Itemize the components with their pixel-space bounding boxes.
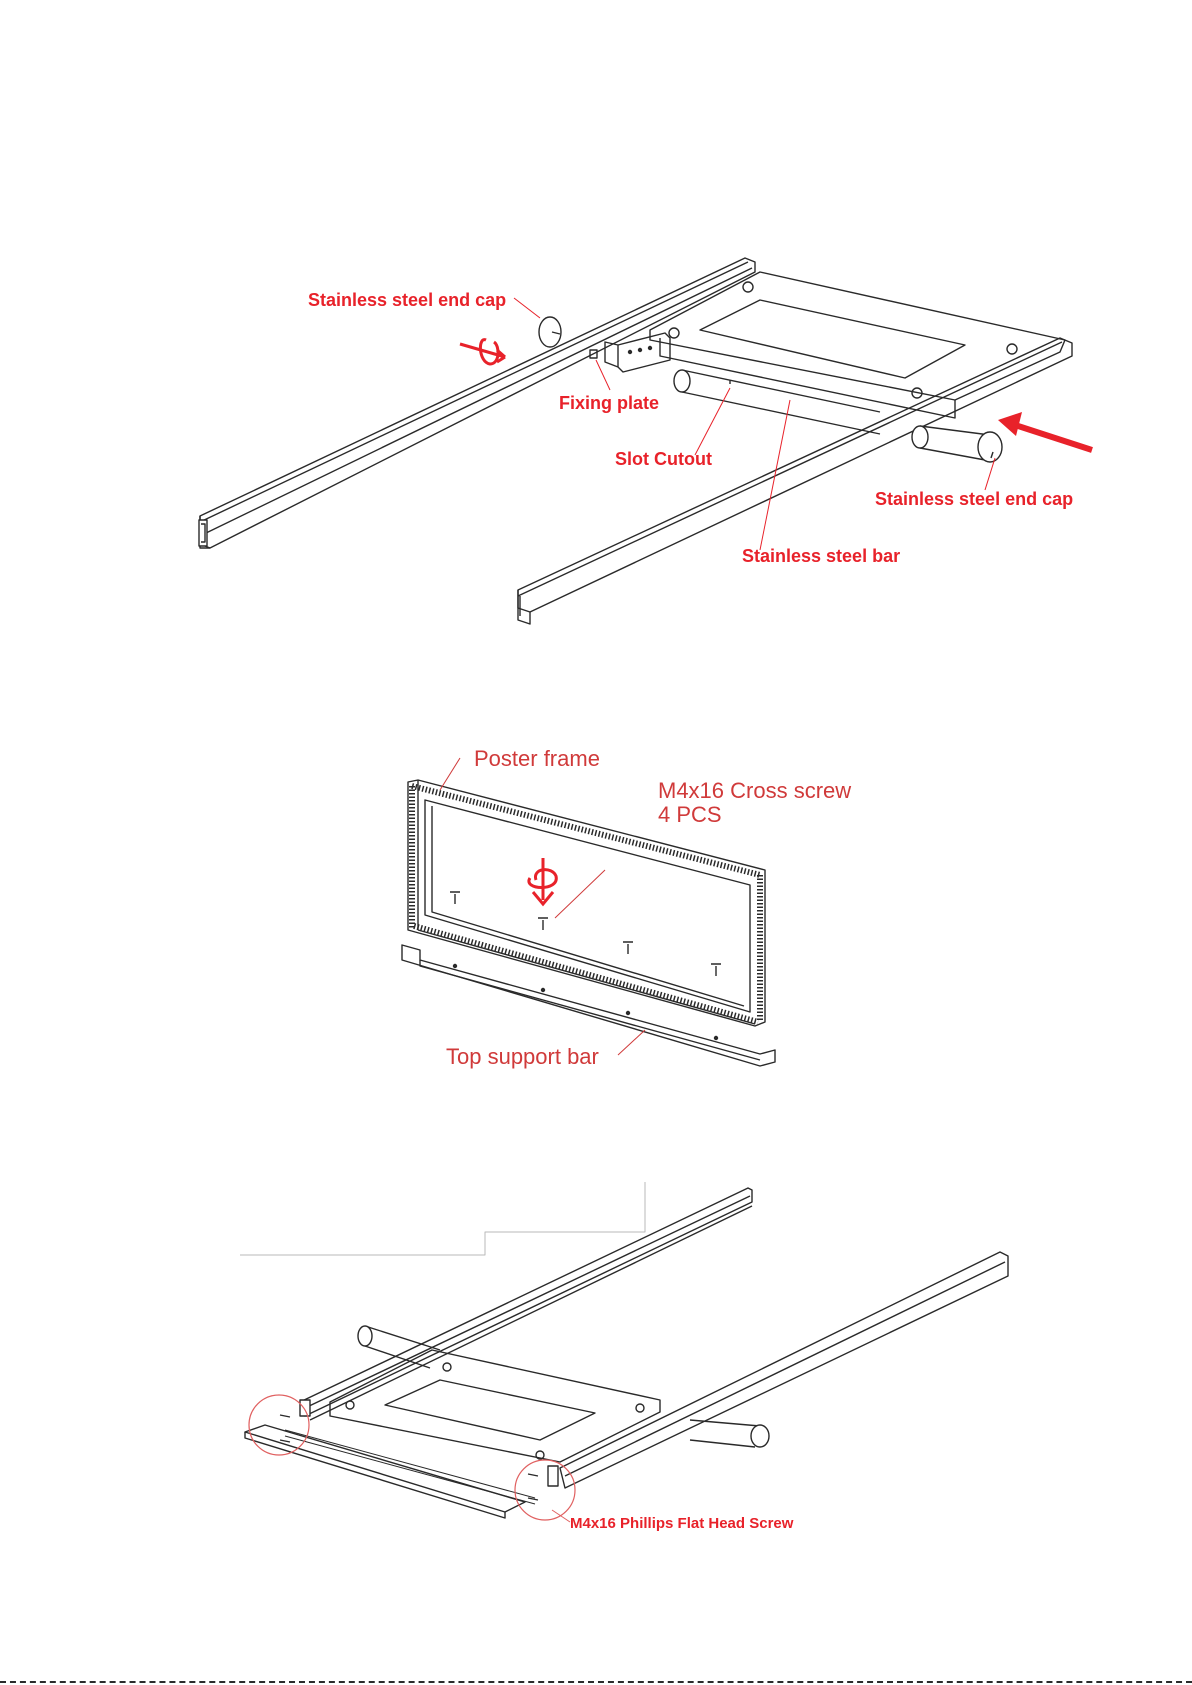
base-plate-window-3 (385, 1380, 595, 1440)
highlight-circle-right (515, 1460, 575, 1520)
base-plate-3 (330, 1350, 660, 1462)
page-bottom-rule (0, 1681, 1192, 1683)
label-phillips-screw: M4x16 Phillips Flat Head Screw (570, 1516, 793, 1531)
bottom-board (245, 1425, 525, 1512)
highlight-circle-left (249, 1395, 309, 1455)
